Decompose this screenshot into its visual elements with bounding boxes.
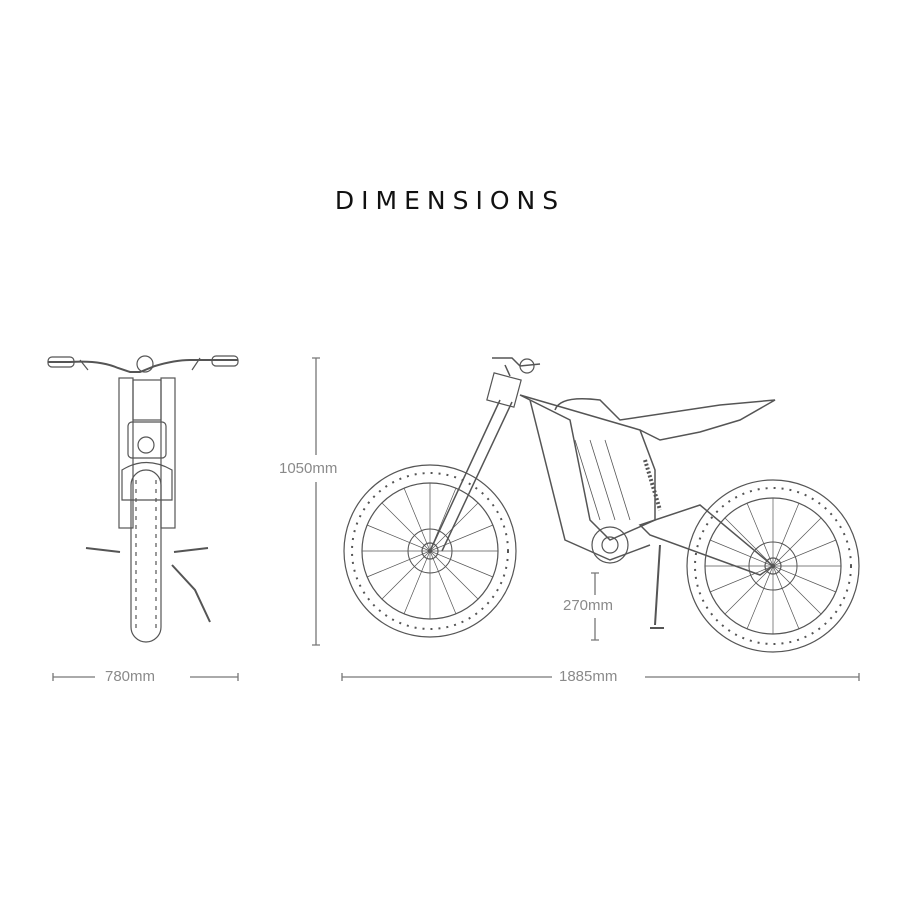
- page-title: DIMENSIONS: [334, 186, 566, 215]
- width-dimension-label: 780mm: [102, 668, 159, 685]
- length-dimension-label: 1885mm: [556, 668, 621, 685]
- height-dimension-label: 1050mm: [276, 460, 341, 477]
- ground-clearance-dimension-label: 270mm: [560, 597, 617, 614]
- front-view-bike: [47, 355, 239, 643]
- side-view-bike: [343, 357, 860, 653]
- dimension-lines: [52, 357, 860, 681]
